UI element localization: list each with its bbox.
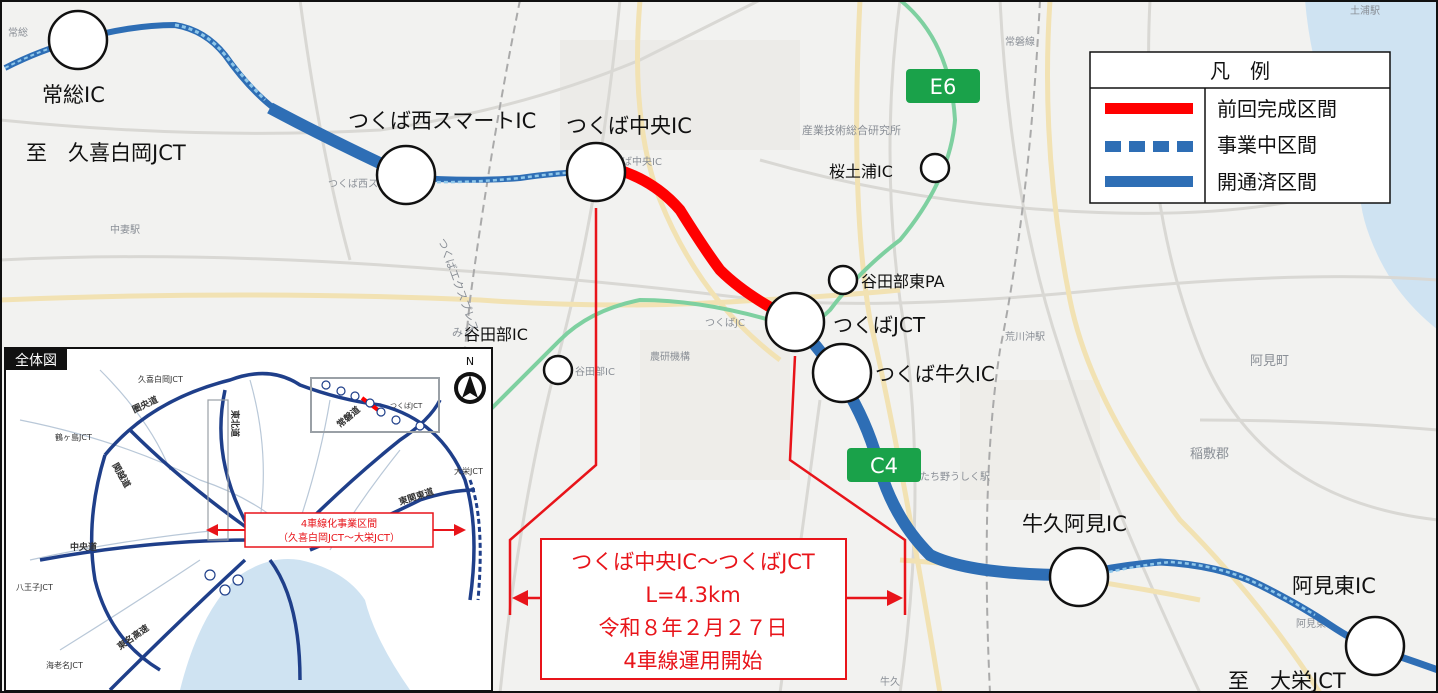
ic-marker-tsukuba-nishi [375, 144, 437, 206]
inset-aqua [268, 558, 302, 681]
callout-section: つくば中央IC～つくばJCT [571, 550, 815, 574]
ic-marker-yatabe [542, 354, 574, 386]
ic-marker-tsukuba-chuo [565, 141, 627, 203]
ic-marker-tsukuba-ushiku [811, 342, 873, 404]
inset-label-hachioji: 八王子JCT [16, 583, 53, 592]
inset-kenodo [103, 371, 476, 601]
ic-marker-ushiku-ami [1048, 546, 1110, 608]
ic-labels: 常総IC つくば西スマートIC つくば中央IC 桜土浦IC 谷田部東PA 谷田部… [26, 83, 1376, 693]
label-sakuratsuchiura-ic: 桜土浦IC [829, 162, 893, 181]
interchange-markers [47, 9, 1406, 677]
inset-project-label-1: 4車線化事業区間 [301, 517, 377, 530]
inset-title: 全体図 [15, 352, 57, 369]
inset-label-tsukuba-jct: つくばJCT [390, 401, 423, 410]
label-nakatsuma-station: 中妻駅 [110, 223, 140, 236]
callout-arrow-right [887, 590, 903, 606]
legend-swatch-construction [1105, 141, 1193, 152]
label-destination-east: 至 大栄JCT [1228, 669, 1346, 693]
north-label: N [466, 355, 474, 368]
label-ami-higashi-ic: 阿見東IC [1292, 574, 1376, 598]
legend-label-open: 開通済区間 [1217, 170, 1317, 194]
inset-tomei [108, 558, 247, 690]
inset-tohoku [219, 389, 252, 531]
label-hitachino-station: ひたち野うしく駅 [910, 471, 990, 483]
callout-arrow-left [512, 590, 528, 606]
badge-c4: C4 [847, 448, 921, 482]
label-ami-town: 阿見町 [1250, 354, 1289, 369]
legend-title: 凡 例 [1210, 59, 1270, 83]
callout-annotation: つくば中央IC～つくばJCT L=4.3km 令和８年２月２７日 4車線運用開始 [508, 208, 907, 680]
north-arrow-icon: N [454, 355, 486, 404]
label-arakawaoki-station: 荒川沖駅 [1005, 330, 1045, 343]
label-tsukuba-ushiku-ic: つくば牛久IC [875, 362, 995, 386]
label-yatabe-higashi-pa: 谷田部東PA [861, 272, 945, 291]
inset-map: 4車線化事業区間 （久喜白岡JCT～大栄JCT） 久喜白岡JCT 鶴ヶ島JCT … [4, 347, 493, 692]
label-joso-small: 常総 [8, 26, 28, 39]
callout-leader-right [788, 355, 907, 615]
callout-leader-left [508, 208, 598, 615]
ic-marker-joso [47, 9, 109, 71]
label-ushiku-small: 牛久 [880, 675, 900, 688]
inset-kenodo-west [89, 454, 161, 672]
label-joso-ic: 常総IC [42, 83, 105, 107]
inset-label-ebina: 海老名JCT [46, 660, 83, 670]
ic-marker-yatabe-higashi-pa [827, 264, 859, 296]
label-research-institute: 産業技術総合研究所 [802, 123, 901, 137]
legend-swatch-completed [1105, 103, 1193, 114]
callout-length: L=4.3km [645, 583, 740, 607]
label-tsukuba-jct: つくばJCT [833, 313, 926, 337]
inset-joban [298, 399, 442, 532]
legend-label-construction: 事業中区間 [1217, 133, 1317, 157]
ic-marker-ami-higashi [1344, 615, 1406, 677]
badge-e6: E6 [906, 69, 980, 103]
callout-status: 4車線運用開始 [623, 649, 762, 673]
inset-label-tohoku: 東北道 [229, 410, 241, 437]
badge-c4-text: C4 [870, 454, 898, 478]
label-tsukuba-chuo-ic: つくば中央IC [566, 114, 692, 138]
label-midori: みど [452, 326, 474, 339]
legend-label-completed: 前回完成区間 [1217, 97, 1337, 121]
label-yatabe-ic: 谷田部IC [464, 325, 528, 344]
label-ushiku-ami-ic: 牛久阿見IC [1022, 512, 1127, 536]
inset-kanetsu [128, 428, 252, 532]
callout-date: 令和８年２月２７日 [599, 616, 788, 640]
completed-section [598, 159, 793, 323]
label-nojikkoku: 農研機構 [650, 350, 690, 363]
label-inashiki: 稲敷郡 [1190, 447, 1229, 462]
badge-e6-text: E6 [930, 75, 957, 99]
label-tsuchiura-station: 土浦駅 [1350, 4, 1380, 17]
inset-label-daiei: 大栄JCT [454, 466, 483, 476]
label-tsukuba-nishi-small: つくば西ス [328, 178, 378, 190]
label-tsukuba-chuo-small: ば中央IC [622, 155, 662, 168]
label-joban-line: 常磐線 [1005, 35, 1035, 48]
label-tsukuba-nishi-ic: つくば西スマートIC [348, 109, 536, 133]
inset-label-tsurugashima: 鶴ヶ島JCT [55, 432, 92, 442]
construction-section-east [1094, 560, 1316, 617]
legend: 凡 例 前回完成区間 事業中区間 開通済区間 [1089, 51, 1391, 204]
inset-label-chuo: 中央道 [70, 541, 97, 553]
inset-label-kuki: 久喜白岡JCT [138, 374, 183, 384]
callout-box [540, 538, 847, 680]
ic-marker-tsukuba-jct [764, 291, 826, 353]
inset-project-label-2: （久喜白岡JCT～大栄JCT） [278, 531, 400, 544]
ic-marker-sakuratsuchiura [919, 152, 951, 184]
construction-section-west [174, 23, 267, 102]
construction-section-center [429, 170, 576, 184]
label-destination-west: 至 久喜白岡JCT [26, 141, 186, 165]
legend-swatch-open [1105, 176, 1193, 187]
label-tsukuba-jct-small: つくばJC [705, 317, 745, 329]
